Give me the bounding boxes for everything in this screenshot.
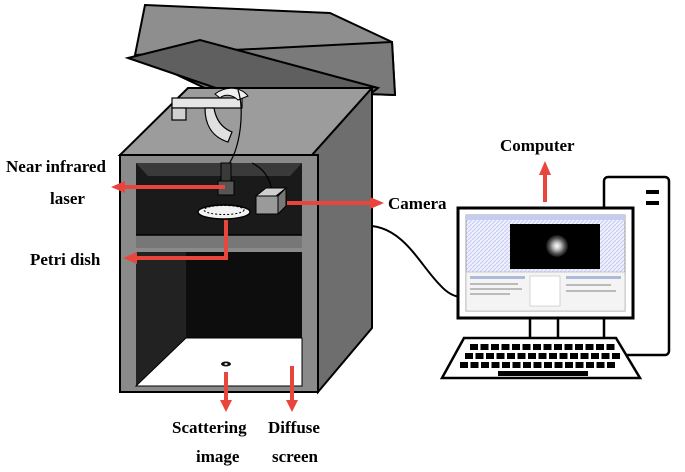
keyboard-key — [491, 344, 499, 350]
keyboard-key — [564, 344, 573, 350]
keyboard-key — [596, 362, 605, 368]
label-camera: Camera — [388, 194, 447, 213]
scattering-pattern-preview — [546, 235, 568, 257]
laser-mount — [171, 87, 249, 166]
keyboard-key — [533, 362, 542, 368]
keyboard-key — [601, 353, 610, 359]
keyboard-key — [591, 353, 599, 359]
keyboard-key — [496, 353, 505, 359]
computer-arrow — [539, 161, 551, 202]
keyboard-key — [517, 353, 526, 359]
petri-dish-arrow — [123, 220, 228, 264]
keyboard-key — [575, 344, 583, 350]
keyboard-key — [470, 344, 478, 350]
monitor-screen — [465, 214, 626, 312]
label-computer: Computer — [500, 136, 575, 155]
keyboard-key — [570, 353, 578, 359]
lower-compartment — [134, 252, 303, 387]
keyboard-key — [554, 344, 562, 350]
camera-cable — [371, 225, 463, 298]
keyboard-key — [481, 362, 489, 368]
keyboard-key — [559, 353, 568, 359]
keyboard-key — [549, 353, 557, 359]
keyboard-key — [460, 362, 468, 368]
keyboard-key — [512, 344, 520, 350]
keyboard-key — [480, 344, 489, 350]
label-petri-dish: Petri dish — [30, 250, 101, 269]
label-screen: screen — [272, 447, 318, 466]
keyboard-key — [543, 344, 552, 350]
keyboard-key — [544, 362, 552, 368]
keyboard-key — [470, 362, 479, 368]
keyboard-key — [491, 362, 500, 368]
computer — [439, 175, 671, 380]
keyboard-key — [606, 344, 615, 350]
keyboard-key — [575, 362, 584, 368]
keyboard-key — [533, 344, 541, 350]
keyboard-key — [586, 362, 594, 368]
keyboard-key — [554, 362, 563, 368]
scattering-image-arrow — [220, 372, 232, 412]
label-near-infrared: Near infrared — [6, 157, 106, 176]
petri-dish — [197, 204, 251, 220]
keyboard-key — [501, 344, 510, 350]
label-laser: laser — [50, 189, 85, 208]
label-scattering: Scattering — [172, 418, 247, 437]
keyboard-key — [538, 353, 547, 359]
keyboard-key — [565, 362, 573, 368]
keyboard-key — [522, 344, 531, 350]
keyboard-key — [502, 362, 510, 368]
camera-device — [251, 162, 288, 216]
diffuse-screen — [134, 337, 303, 387]
keyboard-key — [607, 362, 615, 368]
camera-arrow — [287, 197, 384, 209]
keyboard-key — [475, 353, 484, 359]
diffuse-screen-arrow — [286, 366, 298, 412]
keyboard — [439, 336, 643, 380]
annotation-arrows — [111, 161, 551, 412]
keyboard-key — [512, 362, 521, 368]
upper-compartment — [136, 163, 302, 248]
keyboard-key — [507, 353, 515, 359]
keyboard-key — [596, 344, 604, 350]
keyboard-key — [612, 353, 620, 359]
keyboard-key — [528, 353, 536, 359]
keyboard-key — [585, 344, 594, 350]
label-diffuse: Diffuse — [268, 418, 320, 437]
keyboard-spacebar — [498, 371, 588, 376]
label-image: image — [196, 447, 240, 466]
keyboard-key — [486, 353, 494, 359]
keyboard-key — [465, 353, 473, 359]
keyboard-key — [523, 362, 531, 368]
laser-arrow — [111, 181, 225, 193]
keyboard-key — [580, 353, 589, 359]
